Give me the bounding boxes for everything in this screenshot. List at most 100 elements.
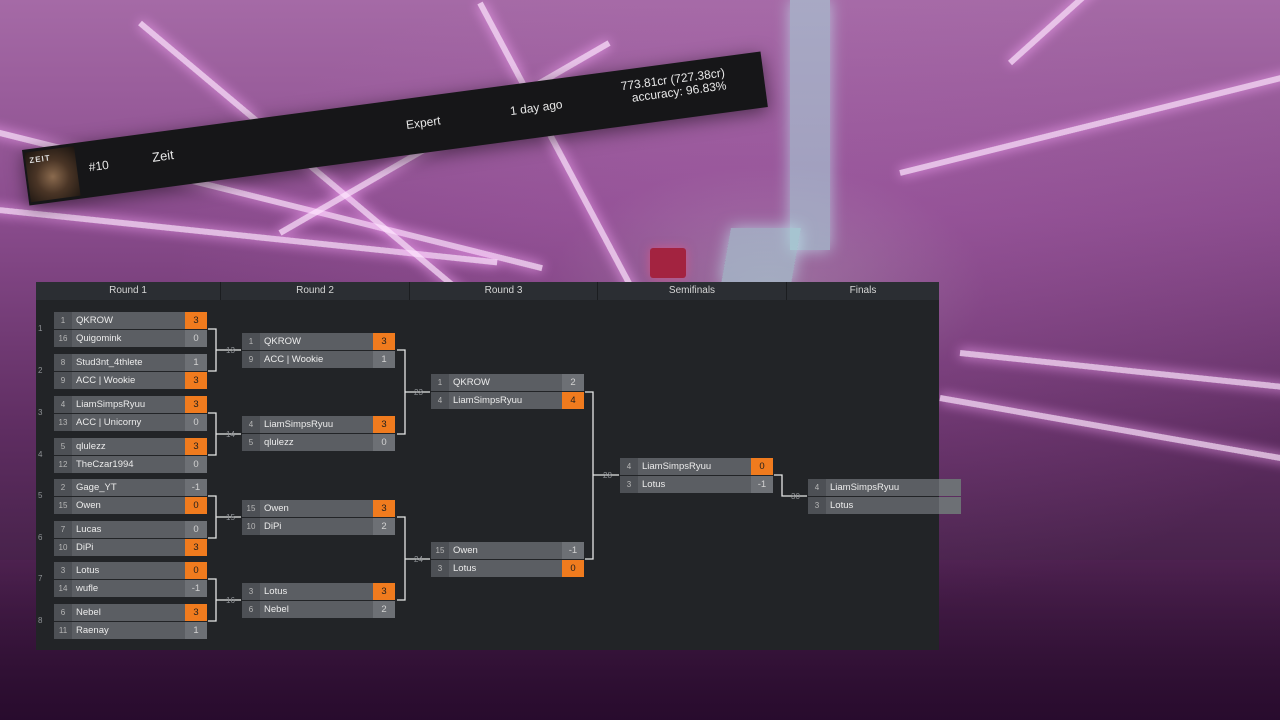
player-name: Lotus	[72, 562, 185, 579]
match-score: 1	[185, 622, 207, 639]
player-name: Nebel	[72, 604, 185, 621]
time-ago: 1 day ago	[509, 97, 564, 119]
match-score: 0	[185, 414, 207, 431]
match-score: 1	[185, 354, 207, 371]
match-number: 5	[38, 491, 43, 500]
match-score	[939, 497, 961, 514]
seed-number: 16	[54, 330, 72, 347]
round-header-1: Round 1	[36, 282, 221, 300]
match-score: -1	[185, 479, 207, 496]
seed-number: 6	[242, 601, 260, 618]
player-name: Gage_YT	[72, 479, 185, 496]
round-header-3: Round 3	[410, 282, 598, 300]
seed-number: 2	[54, 479, 72, 496]
player-name: LiamSimpsRyuu	[260, 416, 373, 433]
player-name: QKROW	[72, 312, 185, 329]
player-name: Lotus	[826, 497, 939, 514]
seed-number: 15	[431, 542, 449, 559]
seed-number: 9	[54, 372, 72, 389]
seed-number: 4	[431, 392, 449, 409]
player-name: qlulezz	[72, 438, 185, 455]
player-name: ACC | Unicorny	[72, 414, 185, 431]
player-name: DiPi	[260, 518, 373, 535]
match-number: 13	[226, 346, 235, 355]
seed-number: 1	[54, 312, 72, 329]
seed-number: 14	[54, 580, 72, 597]
seed-number: 5	[242, 434, 260, 451]
match-score: -1	[562, 542, 584, 559]
match-score: 3	[373, 500, 395, 517]
connector	[208, 578, 241, 622]
seed-number: 9	[242, 351, 260, 368]
seed-number: 10	[54, 539, 72, 556]
match-score: 3	[185, 396, 207, 413]
match-score: 3	[373, 583, 395, 600]
score-stats: 773.81cr (727.38cr) accuracy: 96.83%	[620, 65, 727, 106]
match-score: 0	[185, 497, 207, 514]
light-pillar	[721, 228, 801, 284]
match-score: 3	[185, 372, 207, 389]
seed-number: 4	[620, 458, 638, 475]
connector	[208, 328, 241, 372]
seed-number: 1	[242, 333, 260, 350]
match-number: 16	[226, 596, 235, 605]
player-name: Lotus	[638, 476, 751, 493]
player-name: QKROW	[449, 374, 562, 391]
seed-number: 15	[242, 500, 260, 517]
seed-number: 10	[242, 518, 260, 535]
match-score: 3	[185, 604, 207, 621]
player-name: LiamSimpsRyuu	[72, 396, 185, 413]
player-name: Quigomink	[72, 330, 185, 347]
tournament-bracket: Round 1 Round 2 Round 3 Semifinals Final…	[36, 282, 961, 650]
match-number: 8	[38, 616, 43, 625]
